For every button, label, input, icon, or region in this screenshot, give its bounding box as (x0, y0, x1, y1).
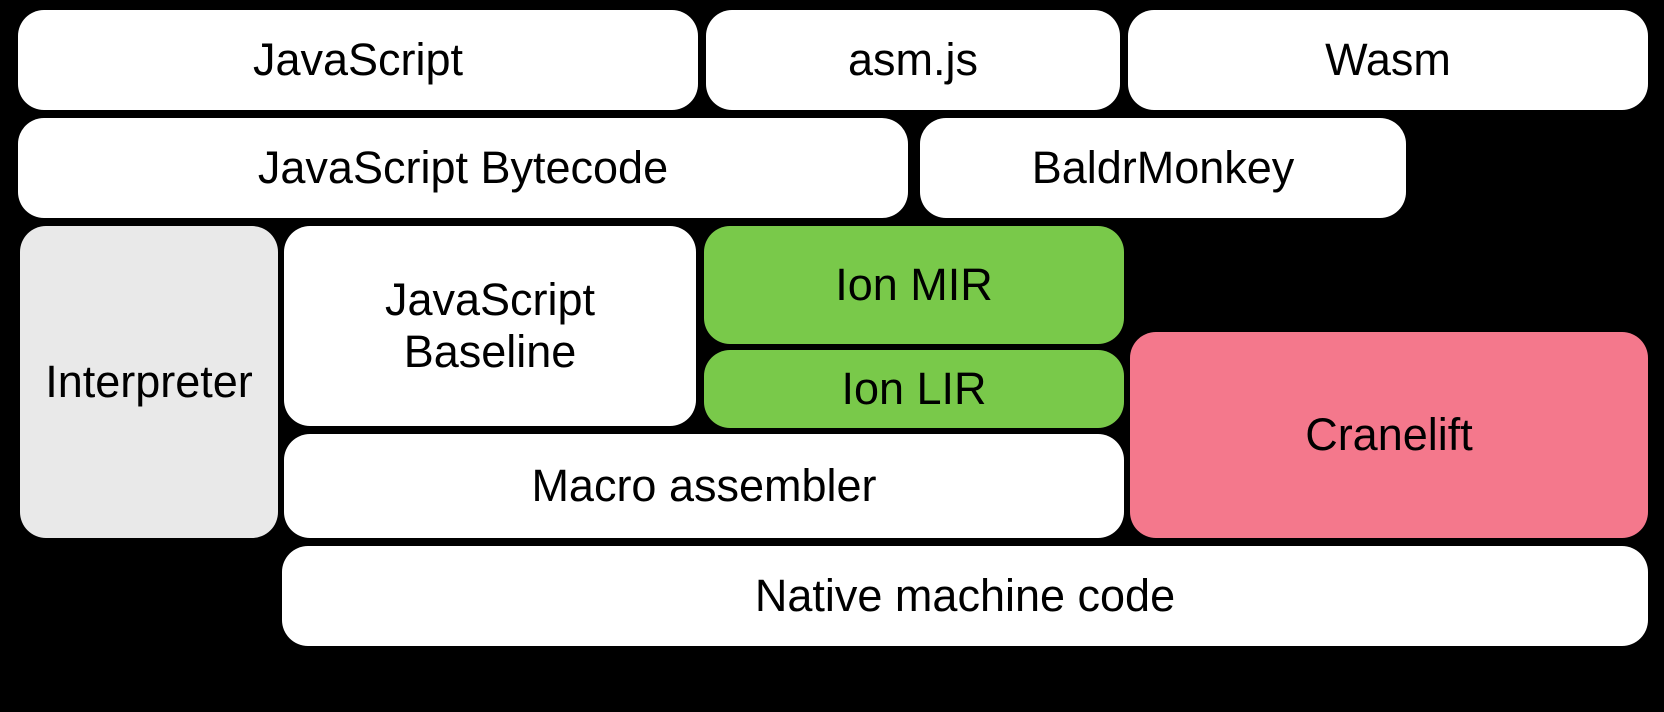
node-interpreter: Interpreter (20, 226, 278, 538)
node-javascript-bytecode: JavaScript Bytecode (18, 118, 908, 218)
node-asm-js: asm.js (706, 10, 1120, 110)
node-javascript-baseline: JavaScript Baseline (284, 226, 696, 426)
node-wasm: Wasm (1128, 10, 1648, 110)
node-cranelift: Cranelift (1130, 332, 1648, 538)
node-ion-mir: Ion MIR (704, 226, 1124, 344)
node-ion-lir: Ion LIR (704, 350, 1124, 428)
node-macro-assembler: Macro assembler (284, 434, 1124, 538)
node-baldrmonkey: BaldrMonkey (920, 118, 1406, 218)
node-javascript: JavaScript (18, 10, 698, 110)
node-native-machine-code: Native machine code (282, 546, 1648, 646)
